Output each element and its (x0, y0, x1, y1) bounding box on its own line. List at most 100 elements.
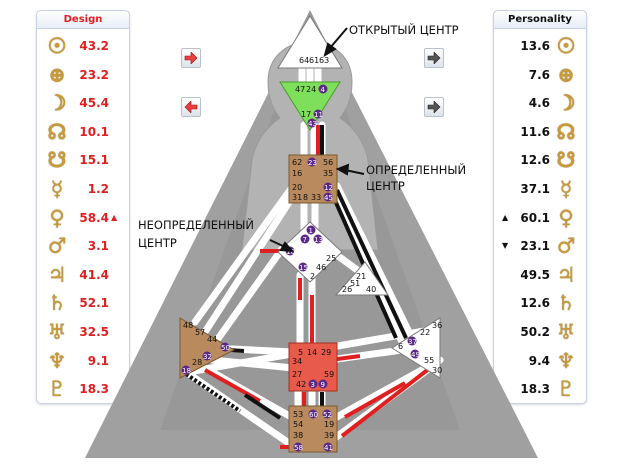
gate-28: 28 (192, 358, 202, 367)
design-value: 1.2 (87, 182, 109, 196)
gate-45: 45 (324, 194, 333, 202)
design-row[interactable]: ☿1.2 (37, 174, 129, 204)
gate-12-badge (323, 182, 333, 192)
gate-11-badge (313, 109, 323, 119)
gate-27: 27 (292, 370, 302, 379)
gate-44: 44 (207, 335, 217, 344)
design-row[interactable]: ♂ 3.1 (37, 231, 129, 261)
personality-row[interactable]: ♆ 9.4 (494, 346, 586, 376)
next-design-button[interactable] (181, 97, 201, 117)
gate-60: 60 (309, 411, 318, 419)
heart-center[interactable] (334, 261, 389, 296)
gate-10: 10 (286, 248, 295, 256)
design-value: 3.1 (87, 239, 109, 254)
design-value: 58.4 (79, 210, 109, 225)
gate-55: 55 (424, 356, 434, 365)
gate-47: 47 (295, 85, 305, 94)
arrow-right-icon (184, 52, 198, 64)
design-row[interactable]: ♀58.4▲ (37, 203, 129, 233)
gate-16: 16 (292, 169, 302, 178)
personality-row[interactable]: ☋12.6 (494, 145, 586, 175)
personality-value: 49.5 (520, 267, 550, 282)
design-row[interactable]: ⊕23.2 (37, 60, 129, 90)
gate-31: 31 (292, 193, 302, 202)
personality-value: 11.6 (520, 124, 550, 139)
design-row[interactable]: ♇18.3 (37, 374, 129, 404)
design-exaltation-mark: ▲ (111, 212, 118, 222)
gate-20: 20 (292, 183, 302, 192)
sacral-center[interactable] (288, 342, 338, 392)
gate-9: 9 (321, 381, 325, 389)
personality-value: 60.1 (520, 210, 550, 225)
design-value: 45.4 (79, 96, 109, 111)
earth-icon: ⊕ (557, 61, 575, 87)
gate-48: 48 (183, 321, 193, 330)
active-channels (184, 125, 432, 449)
personality-value: 9.4 (528, 353, 550, 368)
personality-value: 12.6 (520, 153, 550, 168)
design-row[interactable]: ♅32.5 (37, 317, 129, 347)
next-personality-button[interactable] (424, 97, 444, 117)
design-row[interactable]: ♃41.4 (37, 260, 129, 290)
neptune-icon: ♆ (556, 347, 576, 373)
gate-30: 30 (432, 366, 442, 375)
personality-row[interactable]: ☿37.1 (494, 174, 586, 204)
spleen-center[interactable] (179, 317, 236, 379)
design-row[interactable]: ☉43.2 (37, 31, 129, 61)
personality-row[interactable]: ⊕7.6 (494, 60, 586, 90)
personality-row[interactable]: ♇18.3 (494, 374, 586, 404)
gate-43: 43 (308, 120, 317, 128)
gate-12: 12 (324, 184, 333, 192)
gate-60-badge (308, 409, 318, 419)
personality-row[interactable]: ☉13.6 (494, 31, 586, 61)
design-value: 9.1 (87, 353, 109, 368)
sun-icon: ☉ (47, 33, 67, 58)
gate-23: 23 (308, 159, 317, 167)
gate-23-badge (307, 157, 317, 167)
sun-icon: ☉ (556, 33, 576, 58)
arrow-right-icon (427, 52, 441, 64)
gate-32-badge (202, 351, 212, 361)
solar-plexus-center[interactable] (391, 317, 441, 379)
g-center[interactable] (277, 221, 343, 283)
jupiter-icon: ♃ (556, 261, 576, 287)
personality-row[interactable]: ♂23.1▼ (494, 231, 586, 261)
personality-panel: Personality ☉13.6⊕7.6☽4.6☊11.6☋12.6☿37.1… (493, 10, 587, 404)
saturn-icon: ♄ (556, 290, 576, 316)
gate-1-badge (306, 225, 316, 235)
gate-5: 5 (298, 348, 303, 357)
personality-row[interactable]: ♄12.6 (494, 288, 586, 318)
south-node-icon: ☋ (47, 147, 67, 173)
gate-37-badge (407, 336, 417, 346)
personality-row[interactable]: ♃ 49.5 (494, 260, 586, 290)
gate-37: 37 (408, 338, 417, 346)
personality-row[interactable]: ☽4.6 (494, 88, 586, 118)
ajna-center[interactable] (279, 81, 341, 131)
design-row[interactable]: ♆9.1 (37, 346, 129, 376)
gate-2: 2 (310, 272, 315, 281)
personality-row[interactable]: ♀60.1▲ (494, 203, 586, 233)
gate-15-badge (298, 262, 308, 272)
gate-49-badge (410, 349, 420, 359)
gate-61: 61 (309, 56, 319, 65)
gate-3-badge (308, 379, 318, 389)
personality-row[interactable]: ☊11.6 (494, 117, 586, 147)
gate-39: 39 (324, 431, 334, 440)
personality-value: 4.6 (528, 96, 550, 111)
design-row[interactable]: ☊10.1 (37, 117, 129, 147)
venus-icon: ♀ (558, 204, 574, 230)
design-row[interactable]: ♄52.1 (37, 288, 129, 318)
gate-41-badge (323, 442, 333, 452)
gate-40: 40 (366, 285, 376, 294)
personality-row[interactable]: ♅50.2 (494, 317, 586, 347)
gate-32: 32 (203, 353, 212, 361)
design-row[interactable]: ☋15.1 (37, 145, 129, 175)
design-row[interactable]: ☽45.4 (37, 88, 129, 118)
mars-icon: ♂ (556, 233, 576, 259)
prev-design-button[interactable] (181, 48, 201, 68)
personality-value: 23.1 (520, 239, 550, 254)
prev-personality-button[interactable] (424, 48, 444, 68)
mars-icon: ♂ (47, 233, 67, 259)
personality-title: Personality (494, 11, 586, 29)
